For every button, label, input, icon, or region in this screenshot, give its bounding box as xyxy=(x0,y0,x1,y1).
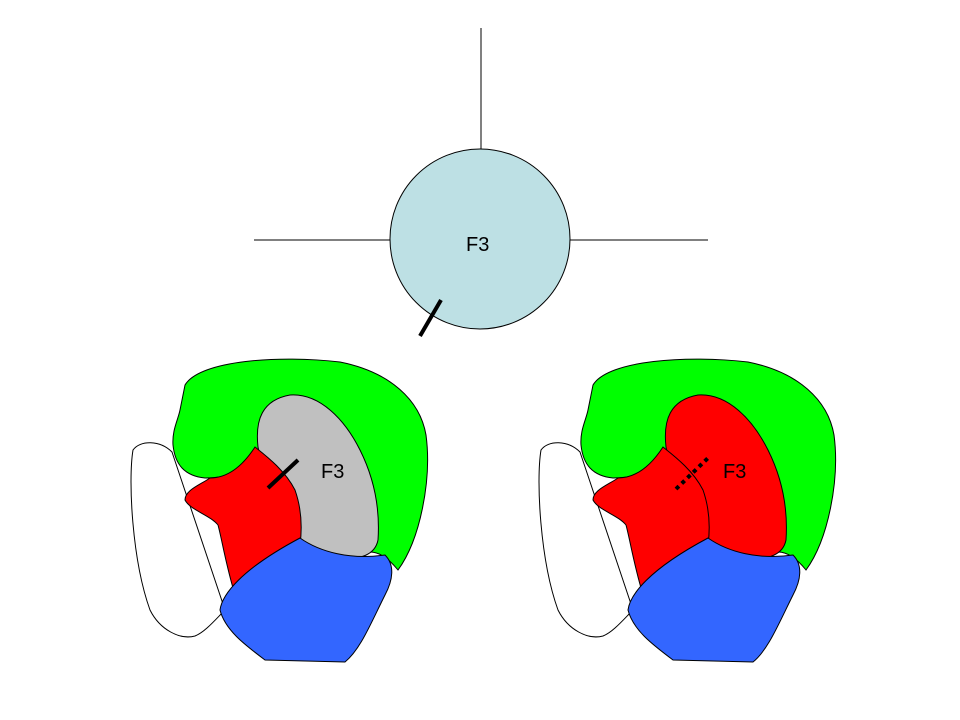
f3-circle xyxy=(389,148,571,330)
right-f3-label: F3 xyxy=(723,461,746,483)
right-brain: F3 xyxy=(538,358,837,663)
top-electrode-diagram: F3 xyxy=(254,28,708,338)
top-f3-label: F3 xyxy=(466,234,489,256)
left-f3-label: F3 xyxy=(321,461,344,483)
left-brain: F3 xyxy=(130,358,429,663)
solid-lesion-line xyxy=(266,458,300,490)
lesion-marker xyxy=(418,298,443,338)
